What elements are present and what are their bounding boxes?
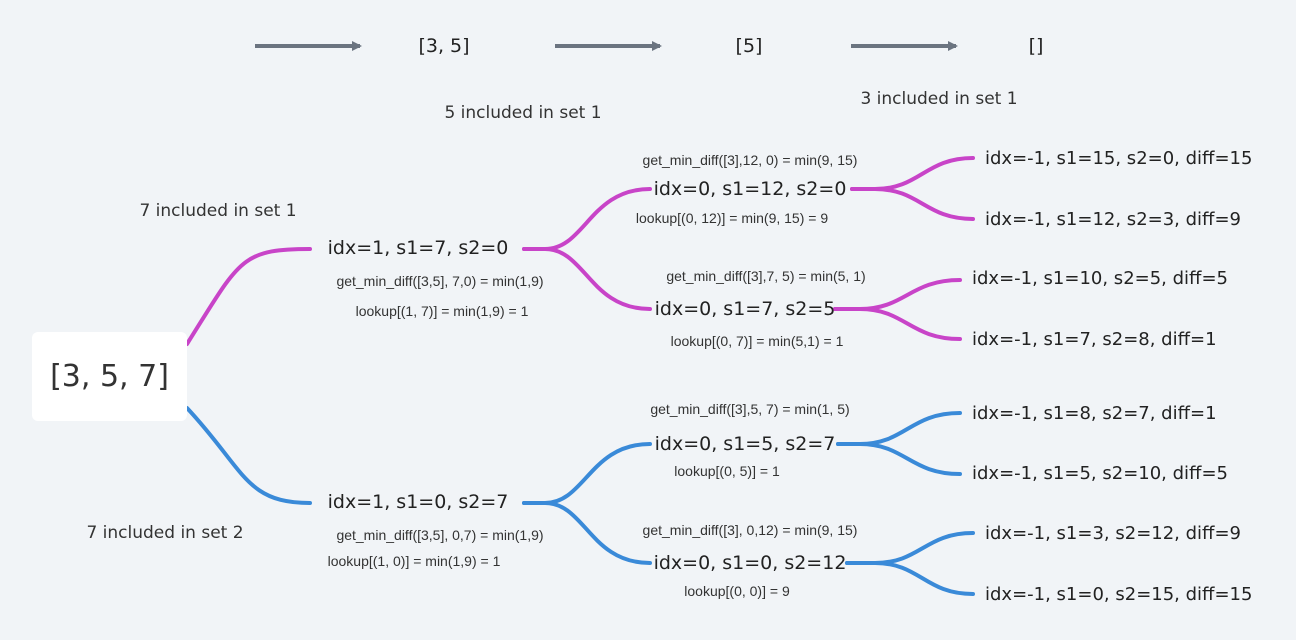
leaf-8: idx=-1, s1=0, s2=15, diff=15 (985, 584, 1253, 605)
edge-l1a-to-l2aa (522, 187, 652, 251)
leaf-7: idx=-1, s1=3, s2=12, diff=9 (985, 523, 1241, 544)
leaf-6: idx=-1, s1=5, s2=10, diff=5 (972, 463, 1228, 484)
lookup-l2-ab: lookup[(0, 7)] = min(5,1) = 1 (670, 333, 844, 349)
edge-l2aa-to-leaf1 (850, 156, 975, 191)
edge-l2aa-to-leaf2 (850, 187, 975, 221)
sequence-caption-1: 5 included in set 1 (444, 103, 602, 123)
node-l2-ba: idx=0, s1=5, s2=7 (654, 433, 836, 455)
branch-label-set2: 7 included in set 2 (86, 523, 244, 543)
leaf-3: idx=-1, s1=10, s2=5, diff=5 (972, 268, 1228, 289)
edge-l2ab-to-leaf4 (833, 307, 962, 341)
call-l2-ba: get_min_diff([3],5, 7) = min(1, 5) (650, 401, 850, 417)
node-l2-bb: idx=0, s1=0, s2=12 (653, 552, 847, 574)
edge-l2ba-to-leaf6 (836, 442, 962, 476)
sequence-step-1: [3, 5] (418, 35, 470, 57)
lookup-l2-ba: lookup[(0, 5)] = 1 (674, 463, 780, 479)
lookup-l2-bb: lookup[(0, 0)] = 9 (684, 583, 790, 599)
edge-root-to-set2 (185, 406, 312, 505)
sequence-caption-2: 3 included in set 1 (860, 89, 1018, 109)
leaf-4: idx=-1, s1=7, s2=8, diff=1 (972, 329, 1217, 350)
lookup-l1-set1: lookup[(1, 7)] = min(1,9) = 1 (355, 303, 529, 319)
call-l2-ab: get_min_diff([3],7, 5) = min(5, 1) (666, 268, 866, 284)
branch-label-set1: 7 included in set 1 (139, 201, 297, 221)
leaf-2: idx=-1, s1=12, s2=3, diff=9 (985, 209, 1241, 230)
edge-l1a-to-l2ab (522, 247, 652, 311)
root-node: [3, 5, 7] (32, 332, 187, 421)
call-l2-aa: get_min_diff([3],12, 0) = min(9, 15) (642, 152, 858, 168)
leaf-5: idx=-1, s1=8, s2=7, diff=1 (972, 403, 1217, 424)
lookup-l2-aa: lookup[(0, 12)] = min(9, 15) = 9 (635, 210, 829, 226)
sequence-step-2: [5] (735, 35, 763, 57)
edge-root-to-set1 (185, 247, 312, 346)
call-l1-set2: get_min_diff([3,5], 0,7) = min(1,9) (336, 527, 544, 543)
node-l2-ab: idx=0, s1=7, s2=5 (654, 298, 836, 320)
node-l1-set1: idx=1, s1=7, s2=0 (327, 237, 509, 259)
call-l1-set1: get_min_diff([3,5], 7,0) = min(1,9) (336, 273, 544, 289)
edge-l2bb-to-leaf8 (845, 561, 975, 596)
sequence-step-3: [] (1028, 35, 1044, 57)
edge-l1b-to-l2ba (522, 442, 652, 505)
call-l2-bb: get_min_diff([3], 0,12) = min(9, 15) (642, 522, 858, 538)
edge-l2ba-to-leaf5 (836, 411, 962, 446)
edge-l2bb-to-leaf7 (845, 531, 975, 565)
edge-l1b-to-l2bb (522, 501, 652, 565)
edge-l2ab-to-leaf3 (833, 278, 962, 311)
node-l2-aa: idx=0, s1=12, s2=0 (653, 178, 847, 200)
leaf-1: idx=-1, s1=15, s2=0, diff=15 (985, 148, 1253, 169)
lookup-l1-set2: lookup[(1, 0)] = min(1,9) = 1 (327, 553, 501, 569)
node-l1-set2: idx=1, s1=0, s2=7 (327, 491, 509, 513)
root-label: [3, 5, 7] (50, 359, 169, 394)
